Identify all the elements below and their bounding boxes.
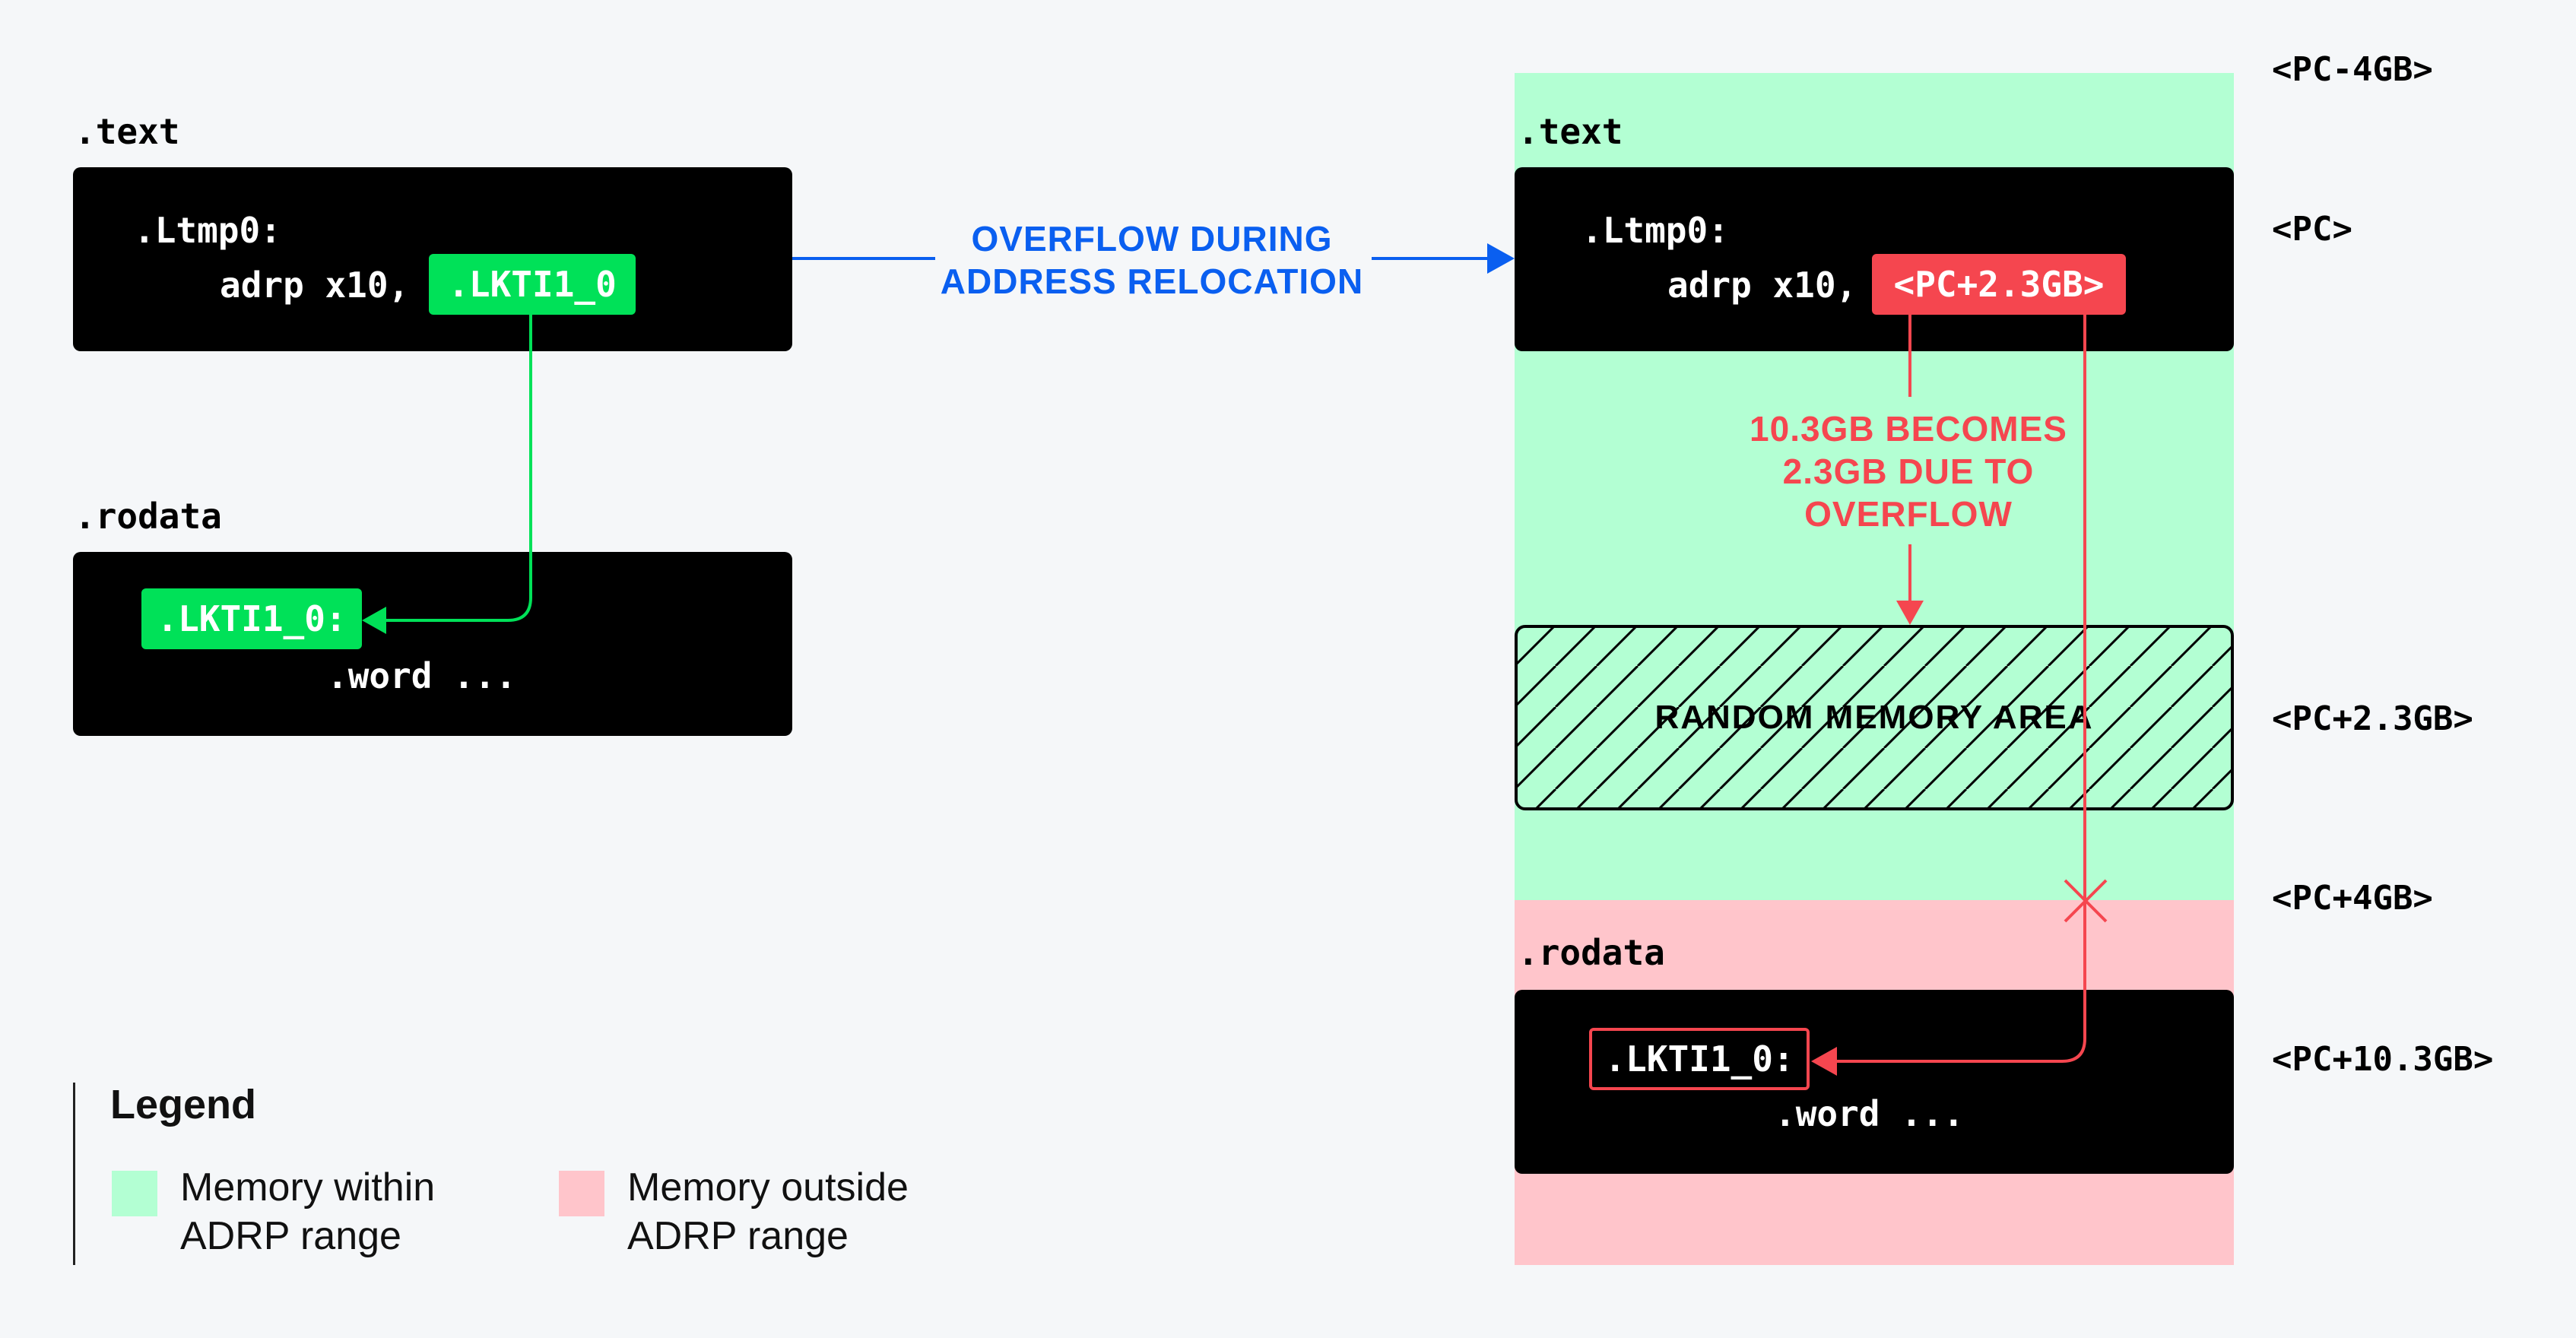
left-text-section-label: .text [75,111,180,152]
address-pc-minus-4gb: <PC-4GB> [2272,50,2433,89]
address-pc-plus-4gb: <PC+4GB> [2272,879,2433,918]
relocation-arrowhead [1487,243,1515,274]
right-lkti-symbol: .LKTI1_0: [1589,1028,1810,1090]
overflow-note-line2: 2.3GB DUE TO [1782,452,2035,491]
right-text-code-block: .Ltmp0: adrp x10, <PC+2.3GB> [1515,167,2234,351]
left-rodata-section-label: .rodata [75,496,222,537]
left-adrp-instruction: adrp x10, [220,265,410,306]
address-pc-plus-10-3gb: <PC+10.3GB> [2272,1040,2494,1079]
relocation-caption: OVERFLOW DURING ADDRESS RELOCATION [928,217,1376,303]
right-rodata-code-block: .LKTI1_0: .word ... [1515,990,2234,1174]
right-ltmp0-label: .Ltmp0: [1581,210,1729,251]
legend: Legend Memory within ADRP range Memory o… [73,1082,988,1265]
left-adrp-operand: .LKTI1_0 [429,254,636,315]
legend-title: Legend [110,1082,257,1127]
left-word-directive: .word ... [327,655,517,696]
legend-within-line2: ADRP range [180,1214,401,1258]
legend-outside-line1: Memory outside [627,1165,909,1210]
overflow-note: 10.3GB BECOMES 2.3GB DUE TO OVERFLOW [1718,407,2099,535]
right-text-section-label: .text [1518,111,1623,152]
legend-within-label: Memory within ADRP range [180,1163,435,1260]
right-adrp-operand: <PC+2.3GB> [1872,254,2126,315]
address-pc-plus-2-3gb: <PC+2.3GB> [2272,699,2473,738]
address-pc: <PC> [2272,210,2352,249]
right-word-directive: .word ... [1775,1093,1965,1134]
relocation-caption-line1: OVERFLOW DURING [971,219,1333,258]
legend-swatch-outside [559,1171,604,1216]
legend-swatch-within [112,1171,157,1216]
legend-outside-label: Memory outside ADRP range [627,1163,909,1260]
left-ltmp0-label: .Ltmp0: [134,210,281,251]
left-lkti-symbol: .LKTI1_0: [141,588,362,649]
relocation-caption-line2: ADDRESS RELOCATION [940,262,1364,301]
right-rodata-section-label: .rodata [1518,932,1665,973]
random-memory-area: RANDOM MEMORY AREA [1515,625,2234,810]
overflow-note-line1: 10.3GB BECOMES [1750,409,2067,449]
overflow-note-line3: OVERFLOW [1804,494,2013,534]
left-text-code-block: .Ltmp0: adrp x10, .LKTI1_0 [73,167,792,351]
random-memory-area-label: RANDOM MEMORY AREA [1654,699,2094,736]
left-rodata-code-block: .LKTI1_0: .word ... [73,552,792,736]
right-adrp-instruction: adrp x10, [1667,265,1857,306]
legend-within-line1: Memory within [180,1165,436,1210]
legend-outside-line2: ADRP range [627,1214,849,1258]
